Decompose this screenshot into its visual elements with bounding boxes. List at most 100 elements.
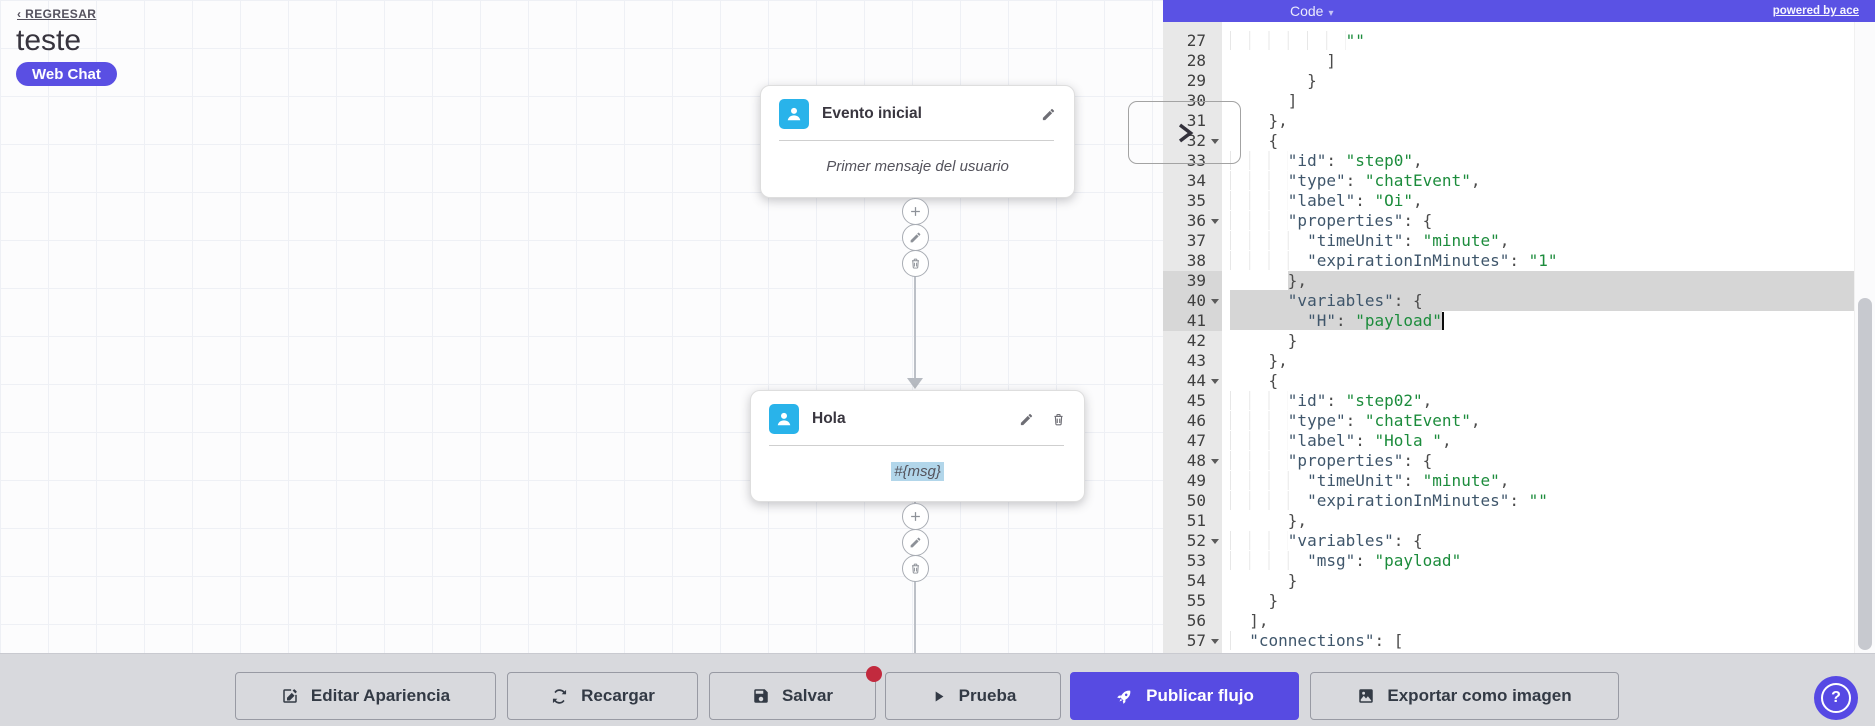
rocket-icon <box>1115 687 1134 706</box>
gutter-line-number: 55 <box>1186 591 1206 610</box>
code-line: "timeUnit": "minute", <box>1230 231 1875 251</box>
edit-connection-button[interactable] <box>902 529 929 556</box>
gutter-line-number: 58 <box>1163 651 1222 653</box>
code-line: "properties": { <box>1230 211 1875 231</box>
gutter-line-number: 52 <box>1163 531 1222 551</box>
code-line: "connections": [ <box>1230 631 1875 651</box>
code-line: "expirationInMinutes": "" <box>1230 491 1875 511</box>
button-label: Exportar como imagen <box>1387 686 1572 705</box>
code-line: ], <box>1230 611 1269 630</box>
code-line: "properties": { <box>1230 451 1875 471</box>
flow-canvas[interactable]: ‹ REGRESAR teste Web Chat Evento inicial… <box>0 0 1163 653</box>
collapse-code-panel-button[interactable] <box>1128 101 1241 164</box>
bottom-toolbar: Editar Apariencia Recargar Salvar Prueba Pub… <box>0 653 1875 726</box>
publicar-button[interactable]: Publicar flujo <box>1070 672 1299 720</box>
question-mark-icon: ? <box>1821 683 1851 713</box>
code-line: ] <box>1230 51 1336 70</box>
editor-scrollbar[interactable] <box>1854 22 1875 653</box>
flow-node-evento-inicial[interactable]: Evento inicial Primer mensaje del usuari… <box>760 85 1075 198</box>
flow-title: teste <box>16 24 82 57</box>
button-label: Prueba <box>958 686 1017 705</box>
gutter-line-number: 46 <box>1186 411 1206 430</box>
code-editor-header: Code▾ powered by ace <box>1163 0 1875 22</box>
button-label: Salvar <box>781 686 834 705</box>
code-line: "label": "Oi", <box>1230 191 1875 211</box>
code-lines[interactable]: "" ] } ] }, { "id": "step0", "type": "ch… <box>1222 22 1875 653</box>
code-line: "variables": { <box>1230 531 1875 551</box>
gutter-line-number: 30 <box>1186 91 1206 110</box>
add-step-button[interactable] <box>902 198 929 225</box>
node-title: Hola <box>812 410 846 427</box>
connector-line <box>914 196 916 380</box>
help-button[interactable]: ? <box>1814 676 1858 720</box>
salvar-button[interactable]: Salvar <box>709 666 882 720</box>
refresh-icon <box>550 687 569 706</box>
gutter-line-number: 43 <box>1186 351 1206 370</box>
edit-node-icon[interactable] <box>1041 107 1056 122</box>
fold-caret-icon[interactable] <box>1211 539 1219 544</box>
powered-by-ace-link[interactable]: powered by ace <box>1772 5 1859 17</box>
fold-caret-icon[interactable] <box>1211 459 1219 464</box>
delete-connection-button[interactable] <box>902 250 929 277</box>
gutter-line-number: 53 <box>1186 551 1206 570</box>
code-line: "id": "step02", <box>1230 391 1875 411</box>
fold-caret-icon[interactable] <box>1211 299 1219 304</box>
gutter-line-number: 39 <box>1163 271 1222 291</box>
flow-node-hola[interactable]: Hola #{msg} <box>750 390 1085 502</box>
gutter-line-number: 48 <box>1163 451 1222 471</box>
exportar-button[interactable]: Exportar como imagen <box>1310 672 1619 720</box>
gutter-line-number: 38 <box>1186 251 1206 270</box>
message-variable-chip[interactable]: #{msg} <box>891 462 944 481</box>
gutter-line-number: 29 <box>1186 71 1206 90</box>
gutter-line-number: 37 <box>1186 231 1206 250</box>
connector-arrow-icon <box>907 378 923 389</box>
add-step-button[interactable] <box>902 503 929 530</box>
editar-button[interactable]: Editar Apariencia <box>235 672 496 720</box>
code-line: "id": "step0", <box>1230 151 1875 171</box>
code-line: "label": "Hola ", <box>1230 431 1875 451</box>
delete-node-icon[interactable] <box>1051 412 1066 427</box>
node-body-text: Primer mensaje del usuario <box>826 158 1009 175</box>
unsaved-changes-dot <box>866 666 882 682</box>
gutter-line-number: 42 <box>1186 331 1206 350</box>
delete-connection-button[interactable] <box>902 555 929 582</box>
gutter-line-number: 56 <box>1186 611 1206 630</box>
chevron-right-icon <box>1173 118 1197 148</box>
code-line: } <box>1230 331 1298 350</box>
code-mode-dropdown[interactable]: Code▾ <box>1290 0 1334 25</box>
node-title: Evento inicial <box>822 105 922 122</box>
gutter-line-number: 41 <box>1163 311 1222 331</box>
node-divider <box>779 140 1054 141</box>
play-icon <box>930 688 947 705</box>
code-line: "type": "chatEvent", <box>1230 411 1875 431</box>
code-line: { <box>1230 651 1875 653</box>
save-icon <box>752 687 770 705</box>
fold-caret-icon[interactable] <box>1211 379 1219 384</box>
scrollbar-thumb[interactable] <box>1858 298 1872 650</box>
gutter-line-number: 34 <box>1186 171 1206 190</box>
gutter-line-number: 57 <box>1163 631 1222 651</box>
code-line: }, <box>1230 511 1308 530</box>
gutter-line-number: 32 <box>1163 131 1222 151</box>
edit-node-icon[interactable] <box>1019 412 1034 427</box>
gutter-line-number: 35 <box>1186 191 1206 210</box>
fold-caret-icon[interactable] <box>1211 219 1219 224</box>
gutter-line-number: 45 <box>1186 391 1206 410</box>
code-line: { <box>1230 371 1279 390</box>
fold-caret-icon[interactable] <box>1211 639 1219 644</box>
code-line: }, <box>1230 271 1875 291</box>
code-line: } <box>1230 591 1279 610</box>
prueba-button[interactable]: Prueba <box>885 672 1061 720</box>
back-link[interactable]: ‹ REGRESAR <box>17 7 97 21</box>
gutter-line-number: 27 <box>1186 31 1206 50</box>
button-label: Editar Apariencia <box>310 686 451 705</box>
gutter-line-number: 36 <box>1163 211 1222 231</box>
edit-connection-button[interactable] <box>902 224 929 251</box>
chevron-down-icon: ▾ <box>1328 8 1334 19</box>
gutter-line-number: 51 <box>1186 511 1206 530</box>
recargar-button[interactable]: Recargar <box>507 672 698 720</box>
fold-caret-icon[interactable] <box>1211 139 1219 144</box>
code-line: }, <box>1230 111 1288 130</box>
